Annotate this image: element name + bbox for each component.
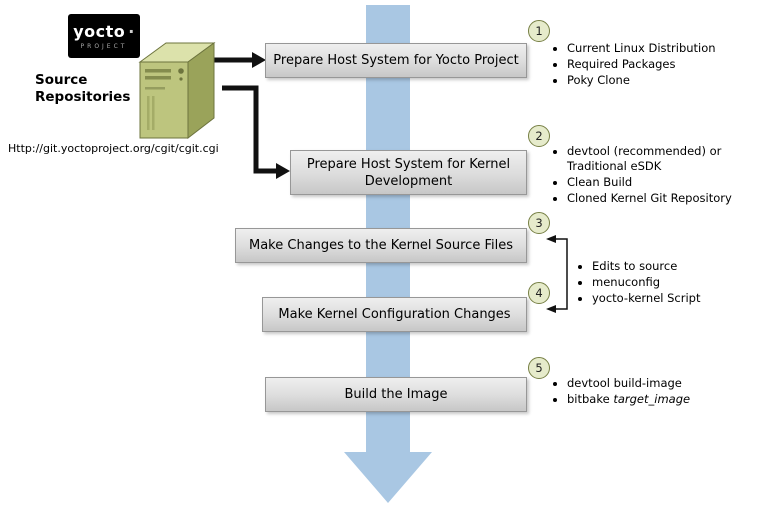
source-label-line2: Repositories <box>35 89 131 105</box>
bullet-italic-text: target_image <box>613 392 691 406</box>
bullet-item: Clean Build <box>567 175 752 190</box>
bullet-item: Cloned Kernel Git Repository <box>567 191 752 206</box>
yocto-logo-text: yocto <box>73 21 126 41</box>
steps-3-4-bullets: Edits to source menuconfig yocto-kernel … <box>578 259 757 307</box>
step-box-1: Prepare Host System for Yocto Project <box>265 43 527 78</box>
bullet-item: Current Linux Distribution <box>567 41 762 56</box>
yocto-logo-subtitle: PROJECT <box>80 42 128 50</box>
step-number-5: 5 <box>528 357 550 379</box>
bullet-item: menuconfig <box>592 275 757 290</box>
step-box-3: Make Changes to the Kernel Source Files <box>235 228 527 263</box>
bullet-item: yocto-kernel Script <box>592 291 757 306</box>
yocto-logo: yocto· PROJECT <box>68 14 140 58</box>
bullet-item: Edits to source <box>592 259 757 274</box>
server-to-step1-arrowhead <box>252 52 266 68</box>
step-box-4: Make Kernel Configuration Changes <box>262 297 527 332</box>
yocto-logo-wordmark: yocto· <box>73 21 135 41</box>
bullet-item: devtool build-image <box>567 376 767 391</box>
step-5-bullets: devtool build-image bitbake target_image <box>553 376 767 408</box>
bracket-arrowhead-step4 <box>546 305 556 313</box>
source-label-line1: Source <box>35 72 88 88</box>
bullet-text: bitbake <box>567 392 614 406</box>
bullet-item: bitbake target_image <box>567 392 767 407</box>
step-number-2: 2 <box>528 125 550 147</box>
step-1-bullets: Current Linux Distribution Required Pack… <box>553 41 762 89</box>
bracket-arrowhead-step3 <box>546 235 556 243</box>
server-to-step2-arrow-line <box>222 85 277 174</box>
step-box-5: Build the Image <box>265 377 527 412</box>
steps-3-4-bracket <box>554 238 568 310</box>
server-icon <box>138 42 216 140</box>
bullet-item: devtool (recommended) or Traditional eSD… <box>567 144 752 174</box>
source-repositories-label: Source Repositories <box>35 72 130 106</box>
step-2-bullets: devtool (recommended) or Traditional eSD… <box>553 144 752 207</box>
bullet-item: Required Packages <box>567 57 762 72</box>
server-to-step2-arrowhead <box>276 163 290 179</box>
step-number-3: 3 <box>528 212 550 234</box>
bullet-item: Poky Clone <box>567 73 762 88</box>
step-box-2: Prepare Host System for Kernel Developme… <box>290 150 527 195</box>
yocto-logo-dot: · <box>128 21 135 41</box>
source-repositories-url: Http://git.yoctoproject.org/cgit/cgit.cg… <box>8 142 219 155</box>
step-number-4: 4 <box>528 282 550 304</box>
step-number-1: 1 <box>528 20 550 42</box>
